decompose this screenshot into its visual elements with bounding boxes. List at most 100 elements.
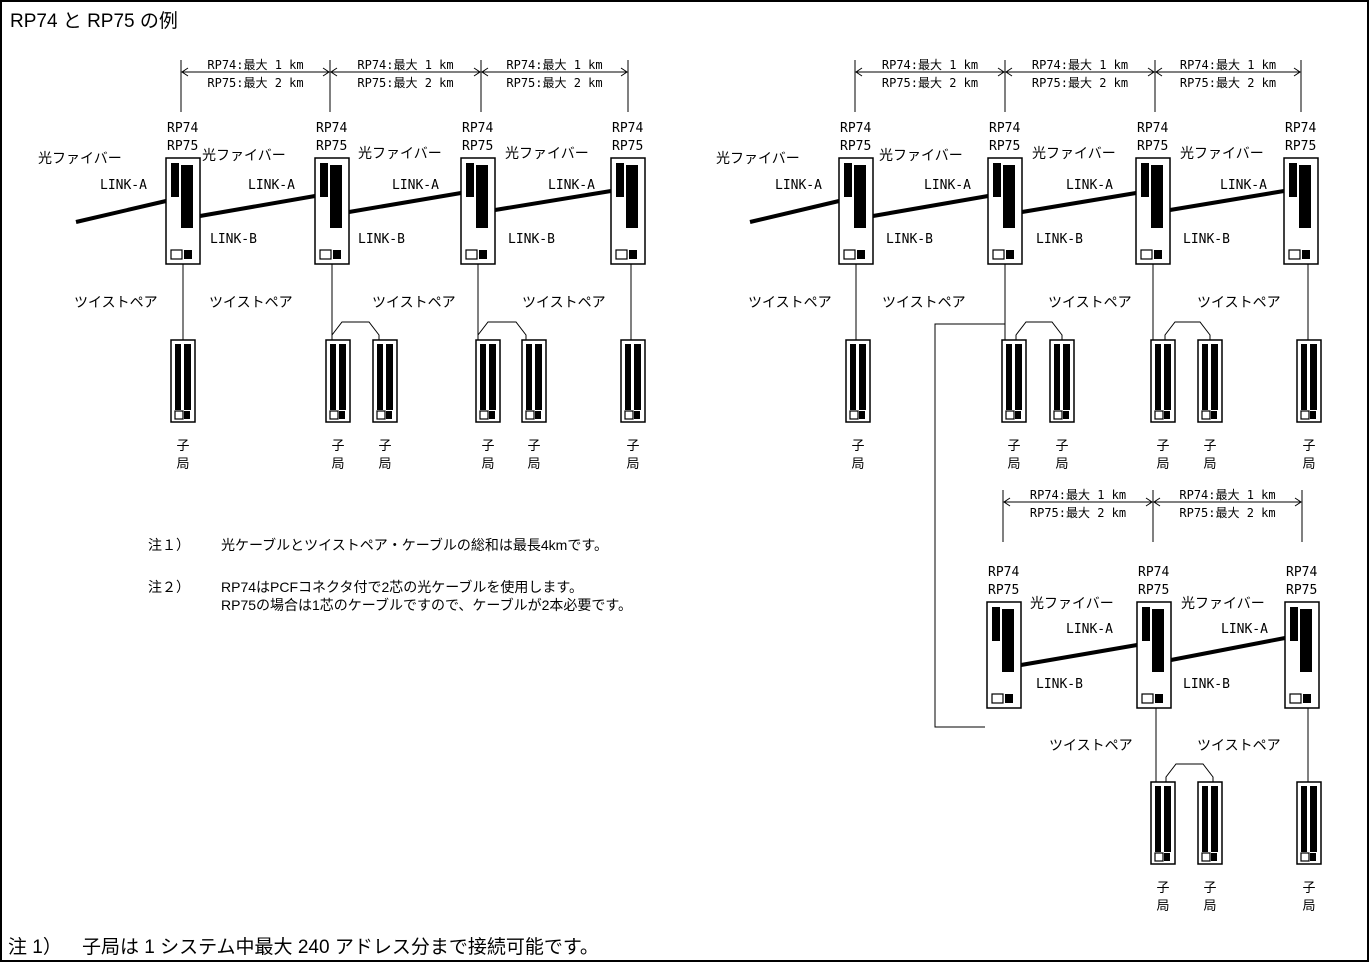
child-station	[325, 339, 351, 423]
fiber-label: 光ファイバー	[1181, 596, 1265, 612]
child-station-bar-right	[1310, 344, 1317, 410]
child-station-led-filled	[634, 411, 640, 419]
repeater-label-rp74: RP74	[1286, 565, 1317, 580]
twisted-pair-label: ツイストペア	[372, 295, 456, 311]
repeater-led-open	[465, 249, 478, 260]
child-station-led-filled	[1310, 411, 1316, 419]
repeater-label-rp75: RP75	[612, 139, 643, 154]
dimension-label-rp75: RP75:最大 2 km	[1030, 506, 1126, 520]
child-station-led-open	[525, 410, 535, 420]
dimension-arrowhead	[181, 67, 189, 77]
child-station-led-open	[624, 410, 634, 420]
diagram-notes: 注１）光ケーブルとツイストペア・ケーブルの総和は最長4kmです。注２）RP74は…	[148, 537, 632, 613]
dimension-arrowhead	[1145, 497, 1153, 507]
child-station-led-filled	[386, 411, 392, 419]
fiber-label: 光ファイバー	[1032, 146, 1116, 162]
child-station-bar-right	[1015, 344, 1022, 410]
child-station-led-open	[1053, 410, 1063, 420]
child-station-label-bottom: 局	[626, 457, 639, 472]
dimension-arrowhead	[855, 67, 863, 77]
child-station-body	[845, 339, 871, 423]
repeater-port-large	[330, 165, 342, 228]
child-station-label-bottom: 局	[1156, 457, 1169, 472]
child-station-label-bottom: 局	[378, 457, 391, 472]
bottom-note-mark: 注 1）	[8, 937, 62, 958]
child-station-bar-right	[535, 344, 542, 410]
link-a-label: LINK-A	[924, 178, 971, 193]
child-station-bar-right	[184, 344, 191, 410]
fiber-cable	[1170, 636, 1286, 662]
link-b-label: LINK-B	[1036, 232, 1083, 247]
fiber-cable	[348, 191, 462, 214]
dimension-arrowhead	[1147, 67, 1155, 77]
dimension-arrowhead	[997, 67, 1005, 77]
child-station-led-open	[376, 410, 386, 420]
child-station-label-top: 子	[1007, 439, 1020, 454]
fiber-cable	[1021, 191, 1137, 214]
repeater-label-rp75: RP75	[840, 139, 871, 154]
child-station-bar-left	[1301, 786, 1307, 852]
child-station-label-top: 子	[1156, 439, 1169, 454]
repeater-port-large	[1299, 165, 1311, 228]
cable-lines	[75, 189, 1309, 782]
child-station	[1001, 339, 1027, 423]
child-station-label-bottom: 局	[527, 457, 540, 472]
child-station-label-top: 子	[1302, 439, 1315, 454]
child-station-led-open	[329, 410, 339, 420]
child-station-led-filled	[339, 411, 345, 419]
repeater-led-filled	[1155, 694, 1163, 703]
child-station-bar-left	[1202, 786, 1208, 852]
child-station-label-top: 子	[331, 439, 344, 454]
note-mark: 注１）	[148, 537, 190, 553]
dimension-label-rp74: RP74:最大 1 km	[506, 58, 602, 72]
child-station	[845, 339, 871, 423]
twisted-pair-label: ツイストペア	[1049, 738, 1133, 754]
child-station-led-open	[1154, 410, 1164, 420]
dimension-arrowhead	[473, 67, 481, 77]
child-station-led-filled	[184, 411, 190, 419]
repeater-port-small	[844, 163, 852, 197]
fiber-label: 光ファイバー	[358, 146, 442, 162]
repeater-port-small	[1289, 163, 1297, 197]
child-station-label-bottom: 局	[1203, 899, 1216, 914]
child-station-bar-right	[489, 344, 496, 410]
link-a-label: LINK-A	[392, 178, 439, 193]
repeater-label-rp75: RP75	[462, 139, 493, 154]
child-station-led-filled	[859, 411, 865, 419]
repeater-label-rp75: RP75	[988, 583, 1019, 598]
repeater-port-small	[1141, 163, 1149, 197]
child-station	[475, 339, 501, 423]
repeater-unit	[987, 157, 1023, 265]
dimension-arrowhead	[322, 67, 330, 77]
child-station-bar-left	[526, 344, 532, 410]
fiber-label: 光ファイバー	[879, 148, 963, 164]
child-station-led-open	[174, 410, 184, 420]
repeater-label-rp74: RP74	[462, 121, 493, 136]
child-station-bar-right	[1164, 786, 1171, 852]
child-station	[1150, 781, 1176, 865]
repeater-label-rp74: RP74	[316, 121, 347, 136]
repeater-led-open	[170, 249, 183, 260]
repeater-unit	[460, 157, 496, 265]
dimension-label-rp75: RP75:最大 2 km	[357, 76, 453, 90]
fiber-cable	[872, 194, 989, 218]
dimension-label-rp75: RP75:最大 2 km	[506, 76, 602, 90]
repeater-port-large	[1300, 609, 1312, 672]
child-station-bar-right	[1164, 344, 1171, 410]
repeater-port-large	[1152, 609, 1164, 672]
child-station-label-bottom: 局	[1055, 457, 1068, 472]
repeater-unit	[610, 157, 646, 265]
child-stations	[170, 339, 1322, 865]
child-station-body	[1150, 781, 1176, 865]
child-station-bar-left	[480, 344, 486, 410]
twisted-pair-label: ツイストペア	[209, 295, 293, 311]
child-station-label-top: 子	[1055, 439, 1068, 454]
dimension-arrowhead	[1005, 67, 1013, 77]
repeater-unit	[165, 157, 201, 265]
repeater-units	[165, 157, 1320, 709]
child-station-led-filled	[1211, 853, 1217, 861]
child-station-bar-left	[377, 344, 383, 410]
repeater-unit	[1135, 157, 1171, 265]
repeater-port-small	[320, 163, 328, 197]
